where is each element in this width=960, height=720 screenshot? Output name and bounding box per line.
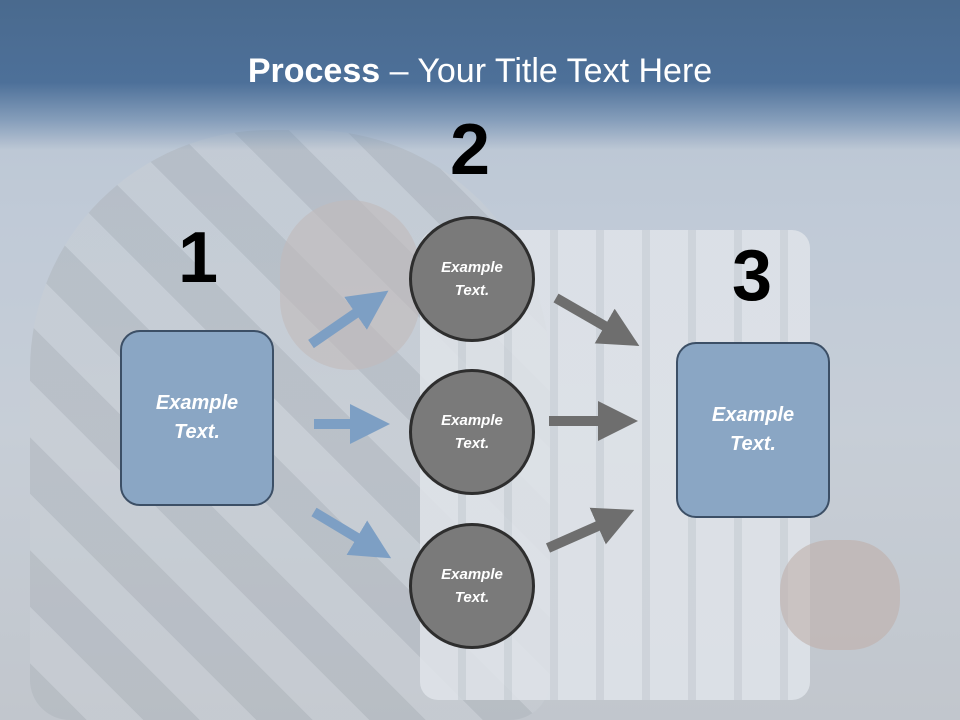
arrow-circle-1-to-right [553,293,640,346]
step-number-1[interactable]: 1 [178,218,219,298]
left-text-box-label: Example Text. [155,392,239,443]
slide-title[interactable]: Process – Your Title Text Here [0,52,960,91]
right-text-box[interactable]: Example Text. [676,342,830,518]
title-bold: Process [247,52,381,90]
process-circle-2-label: Example Text. [441,412,503,452]
process-circle-1-label: Example Text. [441,259,503,299]
left-text-box[interactable]: Example Text. [120,330,274,506]
process-circle-3-label: Example Text. [441,566,503,606]
title-band [0,0,960,150]
background-photo-face [280,200,420,370]
process-circle-3[interactable]: Example Text. [409,523,535,649]
arrow-circle-3-to-right [545,507,635,553]
arrow-left-to-circle-3 [311,507,392,559]
process-circle-2[interactable]: Example Text. [409,369,535,495]
background-photo-hands [780,540,900,650]
title-rest: – Your Title Text Here [380,52,713,90]
step-number-2[interactable]: 2 [450,110,491,190]
step-number-3[interactable]: 3 [732,236,773,316]
arrow-left-to-circle-1 [308,290,389,349]
process-circle-1[interactable]: Example Text. [409,216,535,342]
right-text-box-label: Example Text. [711,404,795,455]
